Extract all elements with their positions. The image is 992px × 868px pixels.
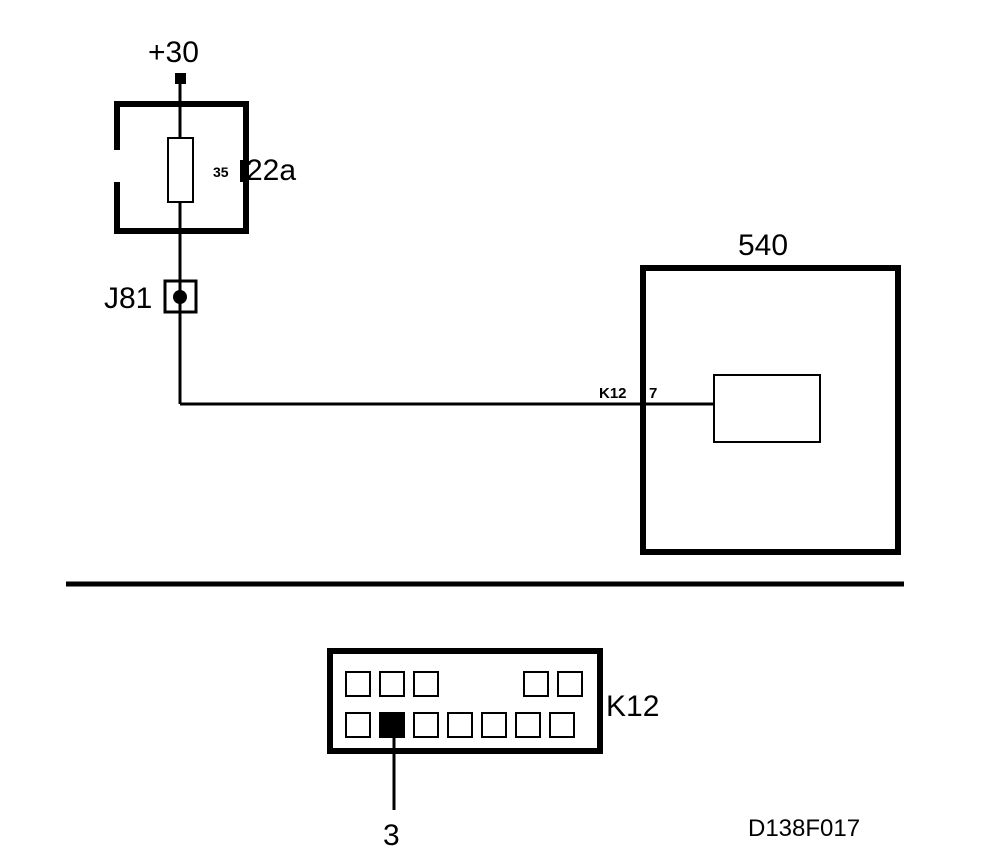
fuse-box [114, 101, 249, 234]
connector-pin-bottom-5 [481, 712, 507, 738]
connector-pin-bottom-7 [549, 712, 575, 738]
connector-top-row [345, 671, 583, 697]
module-label: 540 [738, 229, 788, 262]
fuse-box-connector [240, 160, 247, 182]
connector-pin-top-1 [345, 671, 371, 697]
connector-pin-bottom-1 [345, 712, 371, 738]
module-connector-label: K12 [599, 385, 627, 402]
drawing-id: D138F017 [748, 815, 860, 842]
highlighted-pin-label: 3 [383, 819, 400, 852]
fuse-box-label: 22a [246, 154, 296, 187]
connector-pin-top-2 [379, 671, 405, 697]
supply-terminal [175, 73, 186, 84]
connector-pin-highlighted [379, 712, 405, 738]
fuse-pin-label: 35 [213, 164, 229, 180]
connector-pin-bottom-3 [413, 712, 439, 738]
connector-pin-bottom-6 [515, 712, 541, 738]
connector-pin-top-3 [413, 671, 439, 697]
module-internal-component [713, 374, 821, 443]
module-box [640, 265, 901, 555]
module-pin-label: 7 [649, 385, 657, 402]
connector-bottom-row [345, 712, 575, 738]
supply-label: +30 [148, 36, 199, 69]
fuse-element [167, 137, 194, 203]
junction-dot [173, 290, 187, 304]
connector-pin-top-4 [523, 671, 549, 697]
connector-label: K12 [606, 690, 659, 723]
connector-pin-top-5 [557, 671, 583, 697]
junction-label: J81 [104, 282, 152, 315]
connector-pin-bottom-4 [447, 712, 473, 738]
